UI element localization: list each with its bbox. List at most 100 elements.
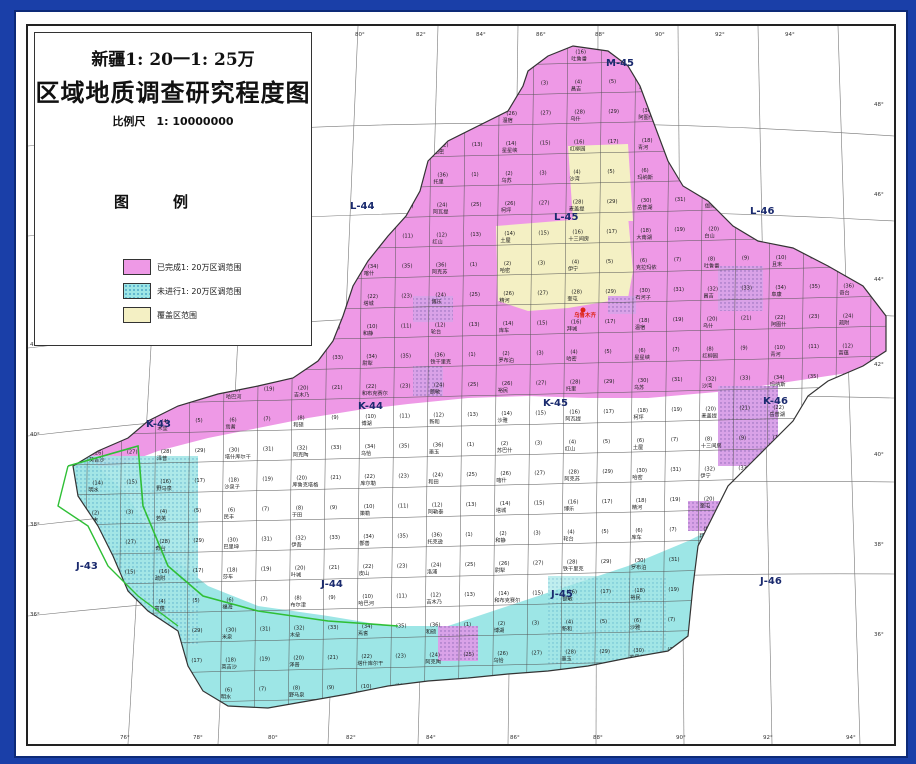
- cell-number: (30): [226, 627, 237, 633]
- cell-number: (2): [501, 441, 508, 447]
- sheet-label-k-43: K-43: [146, 419, 171, 430]
- map-title-line1: 新疆1: 20一1: 25万: [91, 50, 255, 70]
- cell-number: (10): [770, 615, 781, 621]
- cell-number: (18): [640, 228, 651, 234]
- cell-number: (16): [565, 680, 576, 686]
- place-name: 昌吉: [571, 86, 581, 93]
- place-name: 塔城: [496, 506, 507, 514]
- longitude-label: 92°: [715, 32, 725, 38]
- cell-number: (29): [602, 469, 613, 475]
- place-name: 乌什: [570, 115, 580, 123]
- cell-number: (9): [337, 55, 344, 61]
- cell-number: (17): [606, 229, 617, 235]
- place-name: 民丰: [775, 50, 785, 58]
- cell-number: (3): [124, 600, 131, 606]
- place-name: 伽师: [837, 408, 847, 416]
- place-name: 沙湾: [702, 381, 712, 389]
- cell-number: (11): [405, 53, 416, 59]
- cell-number: (7): [669, 527, 676, 533]
- cell-number: (30): [642, 108, 653, 114]
- place-name: 莎车: [223, 572, 233, 580]
- cell-number: (29): [601, 559, 612, 565]
- cell-number: (21): [335, 205, 346, 211]
- cell-number: (13): [55, 661, 66, 667]
- cell-number: (29): [193, 538, 204, 544]
- place-name: 轮台: [563, 535, 573, 543]
- cell-number: (9): [327, 685, 334, 691]
- cell-number: (8): [702, 616, 709, 622]
- cell-number: (10): [365, 414, 376, 420]
- cell-number: (13): [466, 502, 477, 508]
- cell-number: (36): [840, 463, 851, 469]
- latitude-label: 36°: [30, 612, 40, 618]
- cell-number: (32): [709, 196, 720, 202]
- cell-number: (28): [571, 290, 582, 296]
- place-name: 伊宁: [700, 471, 710, 479]
- cell-number: (9): [331, 415, 338, 421]
- cell-number: (28): [570, 380, 581, 386]
- green-boundary: [67, 444, 399, 627]
- cell-number: (12): [839, 523, 850, 529]
- cell-number: (8): [708, 256, 715, 262]
- cell-number: (14): [92, 480, 103, 486]
- cell-number: (10): [368, 234, 379, 240]
- place-name: 英吉沙: [773, 200, 789, 208]
- cell-number: (4): [575, 80, 582, 86]
- place-name: 叶城: [842, 108, 853, 116]
- cell-number: (6): [643, 78, 650, 84]
- cell-number: (22): [366, 384, 377, 390]
- cell-number: (8): [711, 76, 718, 82]
- sheet-label-k-44: K-44: [358, 401, 383, 412]
- place-name: 哈密: [434, 148, 444, 156]
- longitude-label: 80°: [355, 32, 365, 38]
- cell-number: (28): [565, 650, 576, 656]
- longitude-label: 82°: [346, 735, 356, 741]
- cell-number: (28): [573, 200, 584, 206]
- cell-number: (1): [470, 262, 477, 268]
- cell-number: (5): [194, 508, 201, 514]
- cell-number: (3): [533, 530, 540, 536]
- latitude-label: 44°: [874, 277, 884, 283]
- cell-number: (29): [195, 448, 206, 454]
- cell-number: (11): [808, 344, 819, 350]
- cell-number: (35): [805, 554, 816, 560]
- place-name: 铁干里克: [430, 358, 451, 366]
- legend-swatch-pink: [123, 259, 151, 275]
- cell-number: (9): [330, 505, 337, 511]
- place-name: 红山: [697, 651, 707, 659]
- place-name: 明水: [221, 692, 232, 700]
- legend-item-covered: 覆盖区范围: [123, 306, 197, 324]
- place-name: 博乐: [564, 505, 574, 513]
- cell-number: (10): [371, 54, 382, 60]
- cell-number: (27): [128, 360, 139, 366]
- place-name: 白山: [704, 231, 714, 239]
- cell-number: (16): [572, 230, 583, 236]
- longitude-label: 76°: [120, 735, 130, 741]
- cell-number: (13): [469, 322, 480, 328]
- place-name: 泽普: [841, 198, 851, 206]
- place-name: 泽普: [157, 454, 167, 462]
- place-name: 福海: [222, 602, 232, 610]
- place-name: 十三间房: [833, 648, 854, 656]
- longitude-label: 88°: [593, 735, 603, 741]
- cell-number: (32): [294, 626, 305, 632]
- cell-number: (16): [568, 500, 579, 506]
- cell-number: (21): [741, 316, 752, 322]
- cell-number: (31): [673, 287, 684, 293]
- cell-number: (8): [706, 346, 713, 352]
- place-name: 呼图壁: [705, 171, 721, 179]
- cell-number: (1): [55, 691, 62, 697]
- place-name: 岳普湖: [85, 665, 101, 673]
- cell-number: (19): [262, 477, 273, 483]
- cell-number: (14): [497, 681, 508, 687]
- cell-number: (12): [435, 323, 446, 329]
- sheet-label-k-46: K-46: [763, 396, 788, 407]
- cell-number: (9): [740, 346, 747, 352]
- cell-number: (24): [432, 473, 443, 479]
- place-name: 富蕴: [838, 348, 848, 356]
- longitude-label: 90°: [655, 32, 665, 38]
- cell-number: (18): [225, 657, 236, 663]
- green-boundary-west: [57, 465, 179, 627]
- cell-number: (21): [330, 475, 341, 481]
- place-name: 伊宁: [833, 678, 843, 686]
